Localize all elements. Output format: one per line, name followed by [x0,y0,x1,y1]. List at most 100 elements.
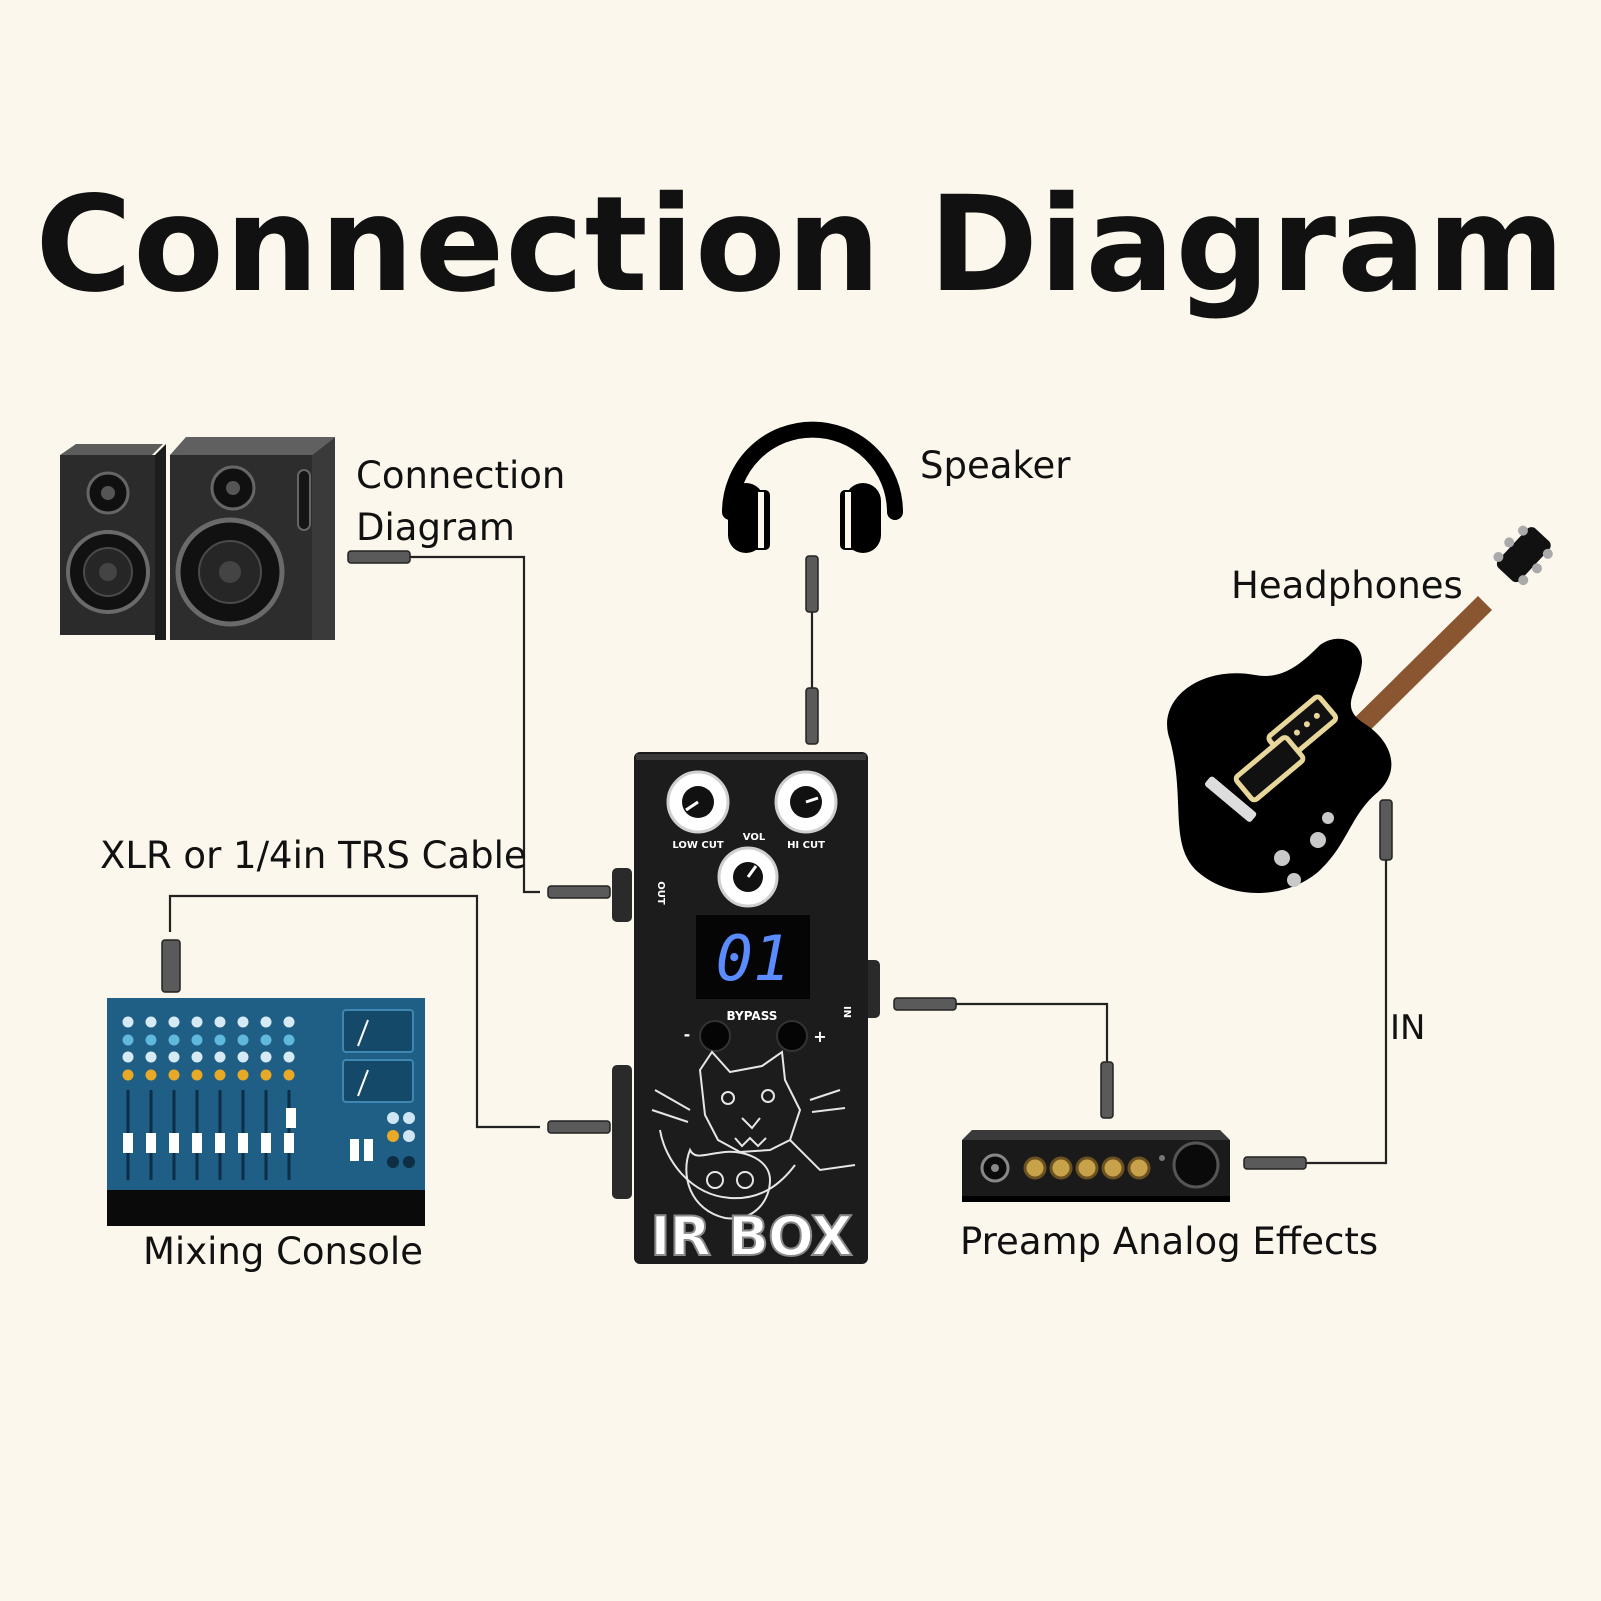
mixing-console-icon [107,998,425,1226]
mixer-knob [191,1069,203,1081]
in-jack-label: IN [841,1006,852,1018]
plug-speakers [347,550,411,564]
studio-monitors-icon [60,437,335,640]
cable-mixer-to-pedal [168,894,540,1129]
fader-cap [215,1133,225,1153]
plug-mixer-top [161,939,181,993]
panther-skull-artwork [651,1050,856,1220]
mixer-knob [168,1051,180,1063]
page-title: Connection Diagram [35,168,1566,322]
mixer-knob [214,1034,226,1046]
jack-plugs [161,550,1393,1170]
mixer-knob [122,1051,134,1063]
mixer-knob [260,1069,272,1081]
plug-mixer-to-pedal [547,1120,611,1134]
fader-cap [238,1133,248,1153]
mixer-knob [260,1051,272,1063]
label-cable: XLR or 1/4in TRS Cable [100,834,527,877]
mixer-knob [168,1034,180,1046]
mixer-channel-strip [214,1016,226,1180]
plug-pedal-in [893,997,957,1011]
mixer-channel-strip [145,1016,157,1180]
mixer-knob [214,1069,226,1081]
mixer-knob [214,1051,226,1063]
mixer-knob [145,1016,157,1028]
mixer-knob [237,1069,249,1081]
fader-cap [192,1133,202,1153]
label-mixer: Mixing Console [143,1230,423,1273]
minus-label: - [684,1025,691,1044]
mixer-knob [237,1034,249,1046]
mixer-knob [260,1016,272,1028]
mixer-channel-strip [283,1016,295,1180]
preamp-icon [962,1130,1230,1202]
preset-number: 01 [716,922,791,995]
low-cut-label: LOW CUT [672,840,723,851]
fader-cap [261,1133,271,1153]
mixer-knob [122,1069,134,1081]
mixer-channel-strip [191,1016,203,1180]
preset-display [696,915,810,999]
hi-cut-label: HI CUT [787,840,825,851]
plug-out-jack [547,885,611,899]
low-cut-knob[interactable] [666,770,730,834]
mixer-knob [283,1069,295,1081]
mixer-channel-strip [122,1016,134,1180]
label-speakers-line-1: Connection [356,454,566,497]
mixer-knob [145,1069,157,1081]
hi-cut-knob[interactable] [774,770,838,834]
mixer-channel-strip [237,1016,249,1180]
plug-preamp-top [1100,1061,1114,1119]
plug-guitar [1379,799,1393,861]
cable-pedal-to-preamp [900,1002,1109,1080]
cable-speakers-to-out [400,555,540,894]
fader-cap [284,1133,294,1153]
fader-cap [146,1133,156,1153]
cable-guitar-to-preamp [1300,845,1388,1165]
mixer-knob [122,1016,134,1028]
mixer-knob [168,1069,180,1081]
mixer-knob [191,1016,203,1028]
plug-headphones [805,555,819,613]
mixer-knob [237,1051,249,1063]
label-headphones: Speaker [920,444,1071,487]
mixer-knob [168,1016,180,1028]
brand-logo: IR BOX [650,1205,852,1268]
mixer-channel-strip [168,1016,180,1180]
electric-guitar-icon [1167,525,1553,893]
vol-label: VOL [743,832,766,843]
bypass-label: BYPASS [727,1009,778,1023]
plus-label: + [813,1027,826,1046]
mixer-knob [122,1034,134,1046]
headphones-icon [722,421,903,553]
plug-preamp-side [1243,1156,1307,1170]
mixer-knob [145,1051,157,1063]
label-speakers-line-2: Diagram [356,506,515,549]
mixer-knob [260,1034,272,1046]
mixer-knob [214,1016,226,1028]
mixer-knob [237,1016,249,1028]
volume-knob[interactable] [717,846,779,908]
master-fader-cap [286,1108,296,1128]
mixer-knob [283,1016,295,1028]
fader-cap [169,1133,179,1153]
mixer-knob [283,1051,295,1063]
label-in: IN [1390,1008,1426,1048]
label-preamp: Preamp Analog Effects [960,1220,1379,1263]
fader-cap [123,1133,133,1153]
mixer-channel-strip [260,1016,272,1180]
out-jack-label: OUT [655,881,666,905]
label-guitar: Headphones [1231,564,1463,607]
plus-button[interactable] [776,1020,808,1052]
mixer-knob [191,1051,203,1063]
minus-button[interactable] [699,1020,731,1052]
mixer-knob [145,1034,157,1046]
ir-box-pedal: LOW CUT VOL HI CUT 01 BYPASS - + OUT IN [612,752,880,1269]
plug-pedal-top [805,687,819,745]
mixer-knob [283,1034,295,1046]
mixer-knob [191,1034,203,1046]
